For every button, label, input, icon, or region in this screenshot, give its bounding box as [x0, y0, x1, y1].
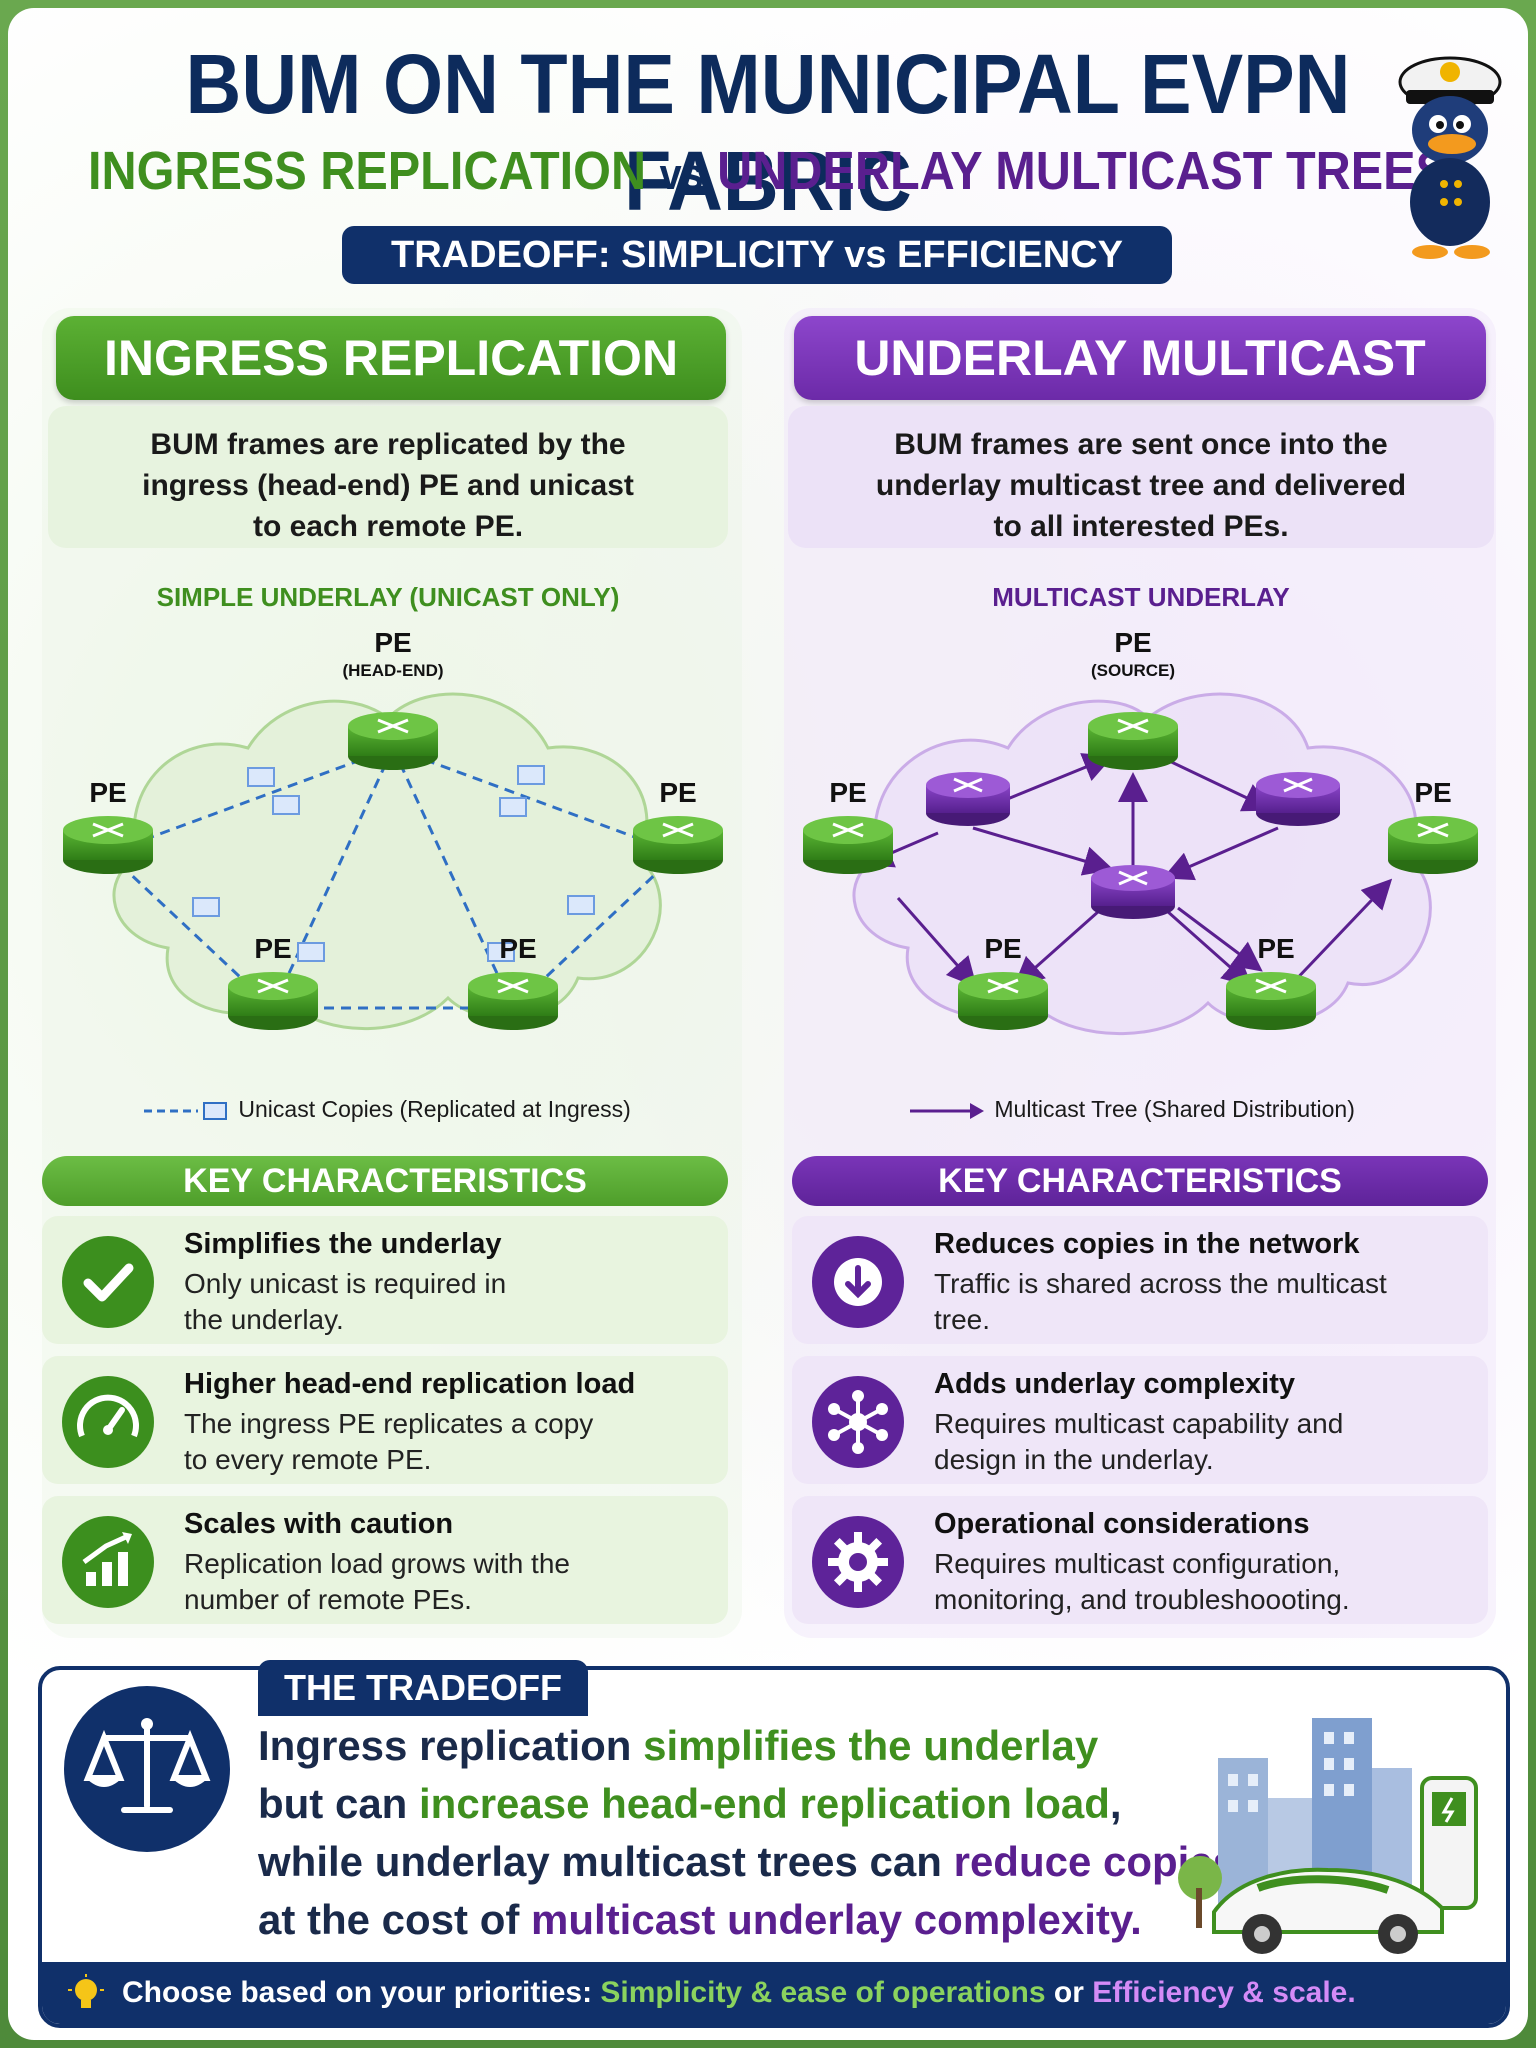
infographic-frame: BUM ON THE MUNICIPAL EVPN FABRIC INGRESS…	[8, 8, 1528, 2040]
priorities-bar: Choose based on your priorities: Simplic…	[42, 1962, 1506, 2024]
multicast-router-upper-right	[1256, 772, 1340, 826]
multicast-trees-heading: UNDERLAY MULTICAST TREES	[794, 316, 1486, 470]
router-node-bottom-right	[468, 972, 558, 1030]
card-scales-caution: Scales with caution Replication load gro…	[42, 1496, 728, 1624]
node-label-top: PE	[374, 627, 411, 658]
unicast-legend: Unicast Copies (Replicated at Ingress)	[142, 1096, 631, 1123]
router-node-right	[1388, 816, 1478, 874]
multicast-router-upper-left	[926, 772, 1010, 826]
dashed-line-envelope-icon	[144, 1101, 227, 1120]
subtitle-vs: vs	[659, 150, 704, 199]
card-title: Reduces copies in the network	[934, 1228, 1360, 1260]
lightbulb-icon	[68, 1974, 104, 2008]
card-reduces-copies: Reduces copies in the network Traffic is…	[792, 1216, 1488, 1344]
ingress-replication-heading: INGRESS REPLICATION	[56, 316, 726, 400]
desc-line: to each remote PE.	[252, 510, 524, 543]
gear-icon	[812, 1516, 904, 1608]
desc-line: underlay multicast tree and delivered	[875, 469, 1407, 502]
page-subtitle: INGRESS REPLICATION vs UNDERLAY MULTICAS…	[84, 140, 1452, 202]
multicast-tree-diagram: PE (SOURCE) PE PE PE PE	[803, 627, 1478, 1036]
card-title: Scales with caution	[184, 1508, 454, 1540]
page-title: BUM ON THE MUNICIPAL EVPN FABRIC	[185, 37, 1351, 228]
node-label-left: PE	[89, 777, 126, 808]
router-node-top	[348, 712, 438, 770]
envelope-icon	[192, 897, 220, 917]
desc-line: BUM frames are replicated by the	[150, 428, 626, 461]
sailor-duck-mascot-icon	[1398, 56, 1502, 259]
key-characteristics-right: KEY CHARACTERISTICS	[792, 1156, 1488, 1206]
envelope-icon	[517, 765, 545, 785]
card-title: Operational considerations	[934, 1508, 1310, 1540]
unicast-legend-text: Unicast Copies (Replicated at Ingress)	[238, 1096, 631, 1122]
node-label-bottom-left: PE	[254, 933, 291, 964]
desc-line: BUM frames are sent once into the	[894, 428, 1388, 461]
subtitle-right: UNDERLAY MULTICAST TREES	[717, 141, 1448, 201]
desc-line: ingress (head-end) PE and unicast	[142, 469, 634, 502]
card-title: Simplifies the underlay	[184, 1228, 502, 1260]
node-label-bottom-right: PE	[499, 933, 536, 964]
subtitle-left: INGRESS REPLICATION	[87, 141, 647, 201]
summary-line-2: but can increase head-end replication lo…	[258, 1780, 1122, 1827]
card-adds-complexity: Adds underlay complexity Requires multic…	[792, 1356, 1488, 1484]
card-text: Requires multicast configuration,monitor…	[934, 1548, 1350, 1615]
router-node-bottom-left	[228, 972, 318, 1030]
node-label-bottom-left: PE	[984, 933, 1021, 964]
node-label-top: PE	[1114, 627, 1151, 658]
multicast-router-center	[1091, 865, 1175, 919]
checkmark-icon	[62, 1236, 154, 1328]
tradeoff-banner: TRADEOFF: SIMPLICITY vs EFFICIENCY	[342, 226, 1172, 284]
envelope-icon	[297, 942, 325, 962]
growth-chart-icon	[62, 1516, 154, 1608]
card-title: Higher head-end replication load	[184, 1368, 636, 1400]
balance-scale-icon	[64, 1686, 230, 1852]
envelope-icon	[487, 942, 515, 962]
multicast-description: BUM frames are sent once into the underl…	[788, 406, 1494, 548]
ingress-description: BUM frames are replicated by the ingress…	[48, 406, 728, 548]
router-node-top	[1088, 712, 1178, 770]
node-label-bottom-right: PE	[1257, 933, 1294, 964]
summary-line-4: at the cost of multicast underlay comple…	[258, 1896, 1142, 1943]
arrow-line-icon	[910, 1102, 984, 1119]
city-ev-charging-illustration	[1178, 1718, 1478, 1954]
key-characteristics-left: KEY CHARACTERISTICS	[42, 1156, 728, 1206]
desc-line: to all interested PEs.	[993, 510, 1289, 543]
multicast-diagram-label: MULTICAST UNDERLAY	[992, 582, 1290, 612]
node-label-right: PE	[1414, 777, 1451, 808]
node-sublabel-top: (SOURCE)	[1091, 661, 1175, 680]
hub-icon	[812, 1376, 904, 1468]
node-label-left: PE	[829, 777, 866, 808]
router-node-right	[633, 816, 723, 874]
card-operational: Operational considerations Requires mult…	[792, 1496, 1488, 1624]
multicast-legend-text: Multicast Tree (Shared Distribution)	[994, 1096, 1355, 1122]
node-sublabel-top: (HEAD-END)	[342, 661, 443, 680]
ingress-replication-diagram: PE (HEAD-END) PE PE PE PE	[63, 627, 723, 1031]
node-label-right: PE	[659, 777, 696, 808]
envelope-icon	[247, 767, 275, 787]
summary-line-1: Ingress replication simplifies the under…	[258, 1722, 1099, 1769]
router-node-bottom-left	[958, 972, 1048, 1030]
card-title: Adds underlay complexity	[934, 1368, 1295, 1400]
card-simplifies-underlay: Simplifies the underlay Only unicast is …	[42, 1216, 728, 1344]
router-node-bottom-right	[1226, 972, 1316, 1030]
summary-line-3: while underlay multicast trees can reduc…	[258, 1838, 1237, 1885]
envelope-icon	[567, 895, 595, 915]
router-node-left	[63, 816, 153, 874]
tradeoff-tab: THE TRADEOFF	[258, 1660, 588, 1716]
card-head-end-load: Higher head-end replication load The ing…	[42, 1356, 728, 1484]
multicast-legend: Multicast Tree (Shared Distribution)	[908, 1096, 1355, 1123]
router-node-left	[803, 816, 893, 874]
down-arrow-icon	[812, 1236, 904, 1328]
envelope-icon	[499, 797, 527, 817]
envelope-icon	[272, 795, 300, 815]
speedometer-icon	[62, 1376, 154, 1468]
unicast-diagram-label: SIMPLE UNDERLAY (UNICAST ONLY)	[156, 582, 620, 612]
